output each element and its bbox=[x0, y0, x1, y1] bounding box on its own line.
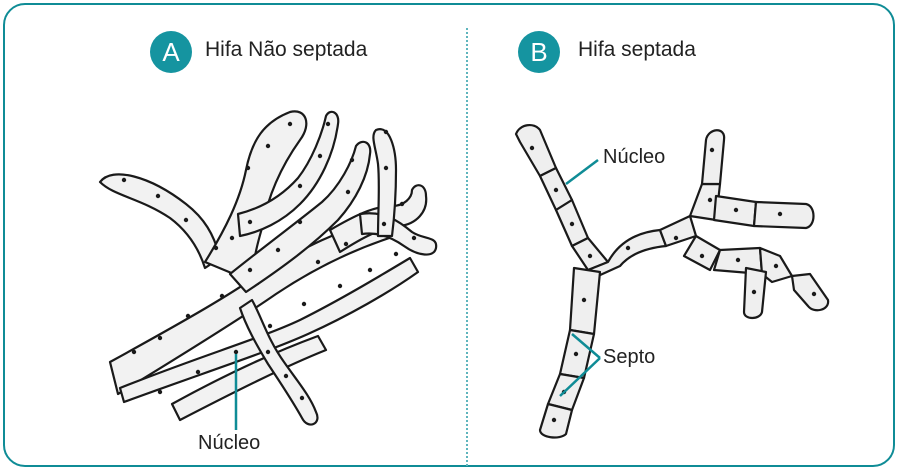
septum-callout-upper bbox=[571, 333, 601, 359]
septum-callout-lower bbox=[559, 357, 601, 397]
nucleus-label-b: Núcleo bbox=[603, 146, 666, 168]
nucleus-callout-b bbox=[565, 159, 599, 185]
panel-divider bbox=[466, 28, 468, 466]
panel-a-title: Hifa Não septada bbox=[205, 38, 368, 61]
panel-b-title: Hifa septada bbox=[578, 38, 696, 61]
panel-b-badge: B bbox=[518, 31, 560, 73]
non-septate-hypha bbox=[98, 110, 438, 426]
nucleus-label-a: Núcleo bbox=[198, 432, 261, 454]
septum-label: Septo bbox=[603, 346, 656, 368]
nuclei-dots-a bbox=[121, 121, 417, 401]
panel-a-badge: A bbox=[150, 31, 192, 73]
